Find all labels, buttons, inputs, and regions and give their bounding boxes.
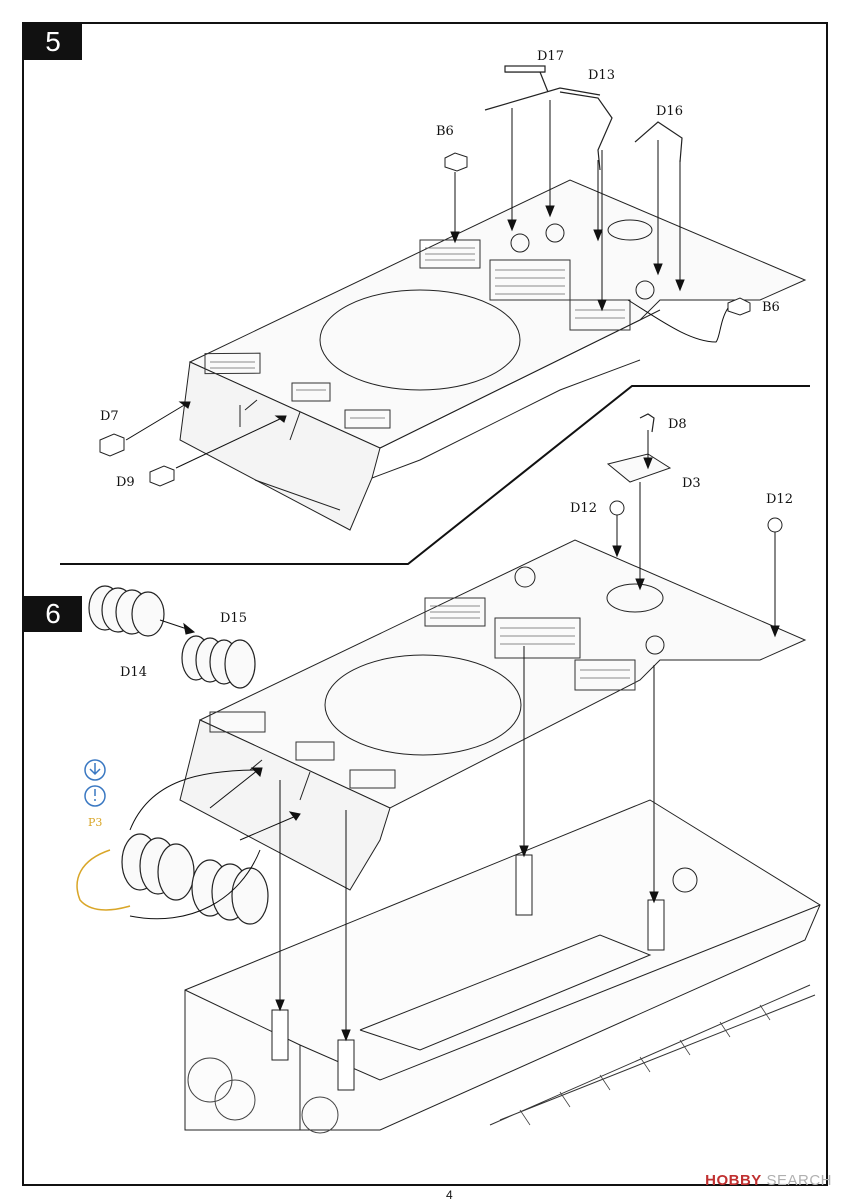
label-p3: P3: [88, 816, 102, 829]
step-6-badge: 6: [24, 596, 82, 632]
part-d9: [149, 465, 175, 487]
detail-callout-line: [129, 769, 261, 831]
label-d13: D13: [588, 68, 615, 83]
step5-hull-deck: [179, 179, 807, 531]
label-b6-right: B6: [762, 300, 780, 315]
part-d12-left: [609, 500, 625, 516]
part-d3: [606, 453, 672, 483]
label-d12-right: D12: [766, 492, 793, 507]
label-d3: D3: [682, 476, 701, 491]
part-d13: [559, 91, 613, 171]
page-number: 4: [446, 1188, 453, 1202]
step6-arrows: [159, 430, 780, 1042]
part-b6-right: [727, 297, 751, 316]
watermark: HOBBY SEARCH: [705, 1172, 832, 1189]
exhaust-assembly: [121, 833, 269, 925]
label-b6-top: B6: [436, 124, 454, 139]
part-d16: [634, 121, 683, 163]
part-d17: [484, 65, 601, 111]
watermark-brand: HOBBY: [705, 1172, 762, 1189]
turret-ring-6: [324, 654, 522, 756]
part-d8: [639, 413, 655, 433]
label-d8: D8: [668, 417, 687, 432]
part-d12-right: [767, 517, 783, 533]
step-separator: [60, 385, 810, 565]
turret-ring-5: [319, 289, 521, 391]
label-d16: D16: [656, 104, 683, 119]
part-d14: [88, 585, 165, 637]
p3-outline: [76, 849, 131, 911]
part-b6-top: [444, 152, 468, 172]
page-frame: [22, 22, 828, 1186]
step6-lower-hull: [184, 799, 821, 1134]
part-d7: [99, 433, 125, 457]
label-d12-left: D12: [570, 501, 597, 516]
label-d9: D9: [116, 475, 135, 490]
part-d15: [181, 635, 256, 689]
step-5-badge: 5: [24, 24, 82, 60]
watermark-suffix: SEARCH: [761, 1172, 832, 1189]
apply-glue-icon: [84, 759, 106, 807]
label-d14: D14: [120, 665, 147, 680]
label-d7: D7: [100, 409, 119, 424]
label-d15: D15: [220, 611, 247, 626]
step6-upper-hull: [179, 539, 807, 891]
label-d17: D17: [537, 49, 564, 64]
step5-arrows: [125, 100, 729, 469]
